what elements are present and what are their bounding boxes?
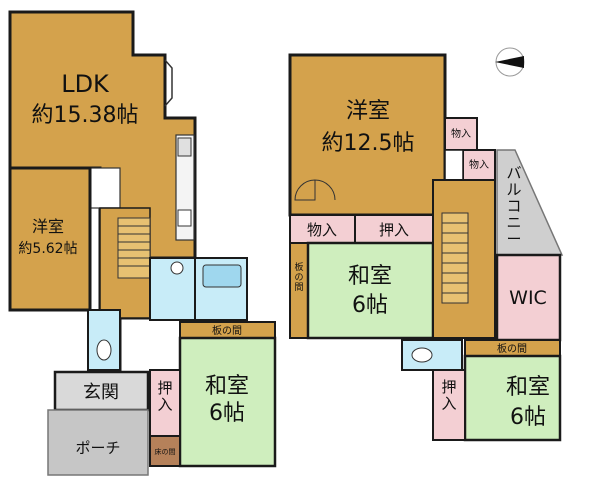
washitsu-br-size-label: 6帖 — [510, 405, 546, 430]
floor-1 — [8, 10, 277, 476]
stairs-1f — [117, 217, 151, 279]
washitsu-center-size-label: 6帖 — [352, 293, 388, 318]
western-1f-label: 洋室 — [32, 217, 64, 236]
hall-2f-top — [444, 149, 464, 181]
washitsu-center — [306, 241, 435, 340]
washitsu-1f-size-label: 6帖 — [209, 401, 245, 426]
floor-2 — [288, 53, 564, 442]
balcony-label: バルコニー — [506, 164, 521, 248]
hall-closet — [89, 167, 121, 209]
bathtub-icon — [202, 264, 242, 288]
stove-icon — [177, 137, 192, 157]
storage-c-label: 物入 — [307, 221, 337, 239]
ldk-label: LDK — [61, 70, 110, 98]
porch — [47, 409, 149, 476]
western-room-2f — [288, 53, 447, 217]
itanoma-1f-label: 板の間 — [212, 324, 242, 337]
basin-icon — [170, 261, 184, 275]
storage-a — [444, 117, 478, 151]
western-room-1f — [8, 166, 92, 312]
storage-a-label: 物入 — [451, 127, 471, 140]
itanoma-bottom-2f-label: 板の間 — [497, 342, 527, 355]
washitsu-center-label: 和室 — [348, 264, 392, 289]
north-arrow-icon — [495, 47, 525, 77]
oshiire-top-2f-label: 押入 — [379, 221, 409, 239]
western-1f-size-label: 約5.62帖 — [18, 241, 77, 257]
balcony — [496, 149, 564, 256]
bay-window — [164, 59, 173, 107]
wic-label: WIC — [509, 287, 547, 309]
storage-b-label: 物入 — [469, 158, 489, 171]
tokonoma-label: 床の間 — [155, 447, 176, 456]
door-swing — [294, 179, 336, 201]
wic — [495, 253, 562, 342]
washitsu-br-label: 和室 — [506, 375, 550, 400]
entrance-label: 玄関 — [83, 382, 119, 403]
oshiire-1f-label: 押入 — [157, 379, 172, 414]
washitsu-1f-label: 和室 — [205, 374, 249, 399]
oshiire-bottom-2f — [432, 369, 466, 441]
stairs-2f — [441, 212, 469, 304]
toilet-icon-2f — [411, 347, 433, 363]
porch-label: ポーチ — [75, 439, 120, 457]
itanoma-left-2f-label: 板の間 — [294, 261, 303, 293]
western-2f-size-label: 約12.5帖 — [322, 131, 415, 156]
entrance — [53, 370, 150, 412]
oshiire-bottom-2f-label: 押入 — [441, 378, 456, 413]
sink-icon — [177, 209, 192, 227]
ldk-size-label: 約15.38帖 — [32, 103, 139, 128]
tokonoma — [149, 435, 181, 467]
western-2f-label: 洋室 — [346, 99, 390, 124]
toilet-icon — [96, 339, 112, 361]
